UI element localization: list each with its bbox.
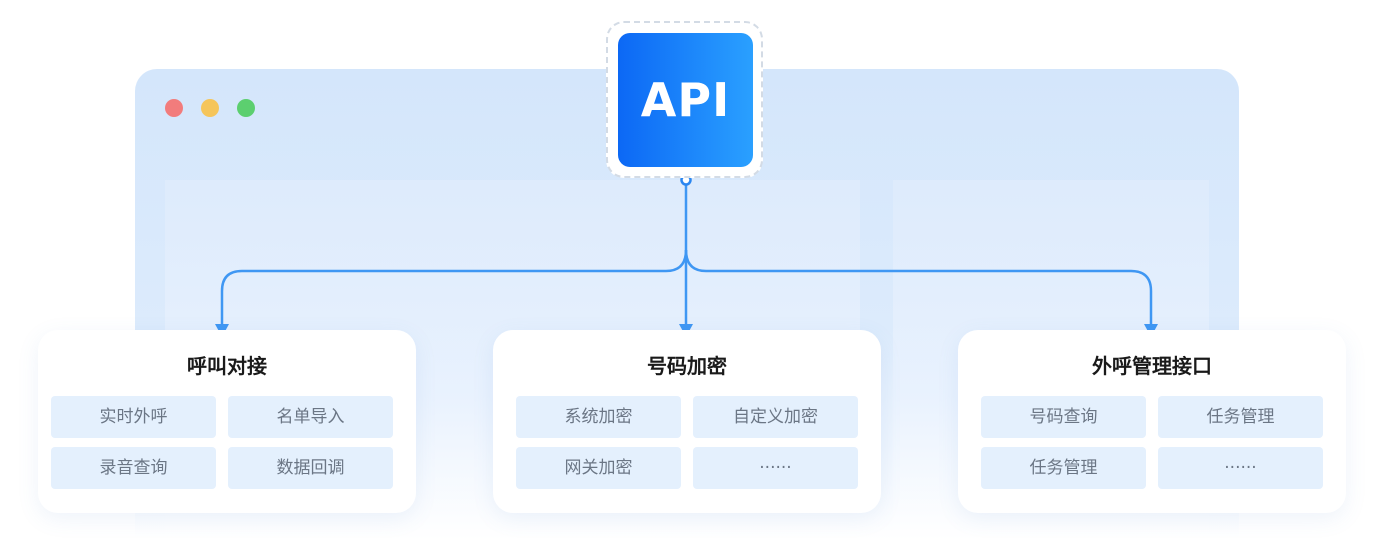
feature-chip: ······: [1158, 447, 1323, 489]
card-title: 号码加密: [647, 354, 727, 378]
window-close-dot: [165, 99, 183, 117]
card-title: 外呼管理接口: [1092, 354, 1212, 378]
feature-chip: 数据回调: [228, 447, 393, 489]
window-maximize-dot: [237, 99, 255, 117]
connector-to-manage: [684, 249, 1153, 326]
feature-chip: 任务管理: [1158, 396, 1323, 438]
feature-chip: 网关加密: [516, 447, 681, 489]
feature-chip: 录音查询: [51, 447, 216, 489]
card-title: 呼叫对接: [187, 354, 267, 378]
feature-chip: ······: [693, 447, 858, 489]
feature-chip: 系统加密: [516, 396, 681, 438]
feature-chip: 任务管理: [981, 447, 1146, 489]
feature-chip: 名单导入: [228, 396, 393, 438]
feature-chip: 实时外呼: [51, 396, 216, 438]
feature-chip: 自定义加密: [693, 396, 858, 438]
api-block: API: [618, 33, 753, 167]
window-minimize-dot: [201, 99, 219, 117]
connector-to-call: [220, 180, 688, 326]
feature-chip: 号码查询: [981, 396, 1146, 438]
